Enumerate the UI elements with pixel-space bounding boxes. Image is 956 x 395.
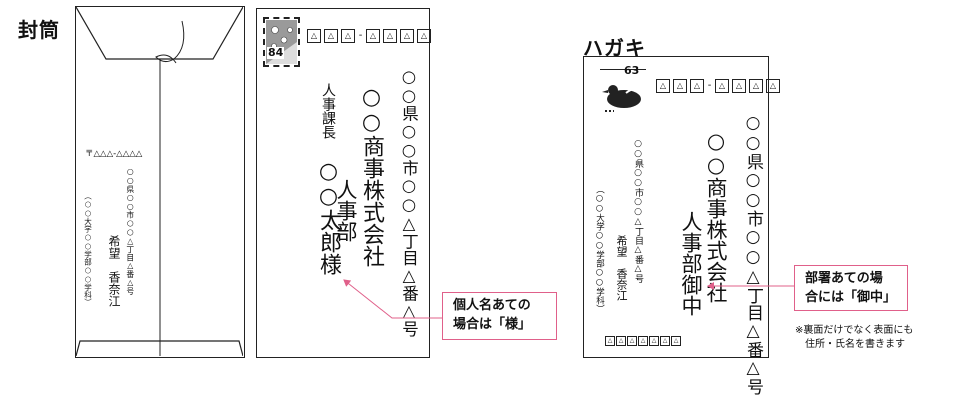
zip-cell: △ [732,79,746,93]
postcard-sender-name: 希望 香奈江 [615,235,628,301]
recipient-department: 人事部 [334,179,358,242]
footnote: ※裏面だけでなく表面にも 住所・氏名を書きます [795,324,913,352]
envelope-sender-zip: 〒△△△-△△△△ [85,149,143,159]
callout-department: 部署あての場 合には「御中」 [794,265,908,311]
zip-cell: △ [749,79,763,93]
envelope-heading: 封筒 [18,18,60,42]
callout-individual: 個人名あての 場合は「様」 [442,292,557,340]
envelope-sender-address: ○○県○○市○○△丁目△番△号 [125,167,135,295]
stamp: 84 [263,17,300,67]
zip-cell: △ [673,79,687,93]
zip-cell: △ [638,336,648,346]
zip-cell: △ [400,29,414,43]
zip-cell: △ [656,79,670,93]
zip-dash: - [358,30,363,41]
zip-cell: △ [307,29,321,43]
zip-cell: △ [616,336,626,346]
envelope-front: 84 △ △ △ - △ △ △ △ ○○県○○市○○△丁目△番△号 ○○商事株… [256,8,431,358]
zip-cell: △ [690,79,704,93]
postcard-recipient-department: 人事部御中 [679,211,703,316]
footnote-line2: 住所・氏名を書きます [805,339,905,350]
recipient-zip: △ △ △ - △ △ △ △ [307,29,431,43]
zip-cell: △ [649,336,659,346]
postcard-sender-address: ○○県○○市○○△丁目△番△号 [633,139,643,283]
postcard-sender-zip: △ △ △ △ △ △ △ [605,336,681,346]
stamp-value: 84 [267,46,285,59]
callout-individual-line1: 個人名あての [453,298,531,313]
zip-cell: △ [766,79,780,93]
zip-cell: △ [383,29,397,43]
callout-department-line1: 部署あての場 [805,271,883,286]
envelope-flap-lines [76,7,243,356]
stamp-line [600,69,646,70]
zip-cell: △ [715,79,729,93]
callout-department-line2: 合には「御中」 [805,290,897,305]
recipient-company: ○○商事株式会社 [359,85,384,267]
postcard-stamp-value: 63 [624,64,640,77]
postcard: 63 △ △ △ - △ △ △ △ ○○県○○市○○△丁目△番△号 ○○商事株… [583,56,780,395]
postcard-sender-affiliation: （○○大学○○学部○○学科） [594,185,605,313]
individual-arrow [343,279,442,319]
bird-stamp-icon [602,85,643,112]
recipient-title: 人事課長 [320,83,336,139]
postcard-recipient-address: ○○県○○市○○△丁目△番△号 [743,113,763,395]
envelope-sender-affiliation: （○○大学○○学部○○学科） [83,192,93,306]
zip-cell: △ [660,336,670,346]
recipient-address: ○○県○○市○○△丁目△番△号 [399,67,419,337]
zip-cell: △ [341,29,355,43]
postcard-zip: △ △ △ - △ △ △ △ [656,79,780,93]
callout-arrows [343,279,794,319]
envelope-back: 〒△△△-△△△△ ○○県○○市○○△丁目△番△号 希望 香奈江 （○○大学○○… [75,6,245,358]
zip-cell: △ [605,336,615,346]
zip-cell: △ [324,29,338,43]
zip-cell: △ [627,336,637,346]
envelope-sender-name: 希望 香奈江 [107,235,121,307]
callout-individual-line2: 場合は「様」 [453,317,532,332]
zip-dash: - [707,80,712,91]
zip-cell: △ [671,336,681,346]
postcard-stamp: 63 [600,64,650,115]
postcard-recipient-company: ○○商事株式会社 [704,129,728,303]
zip-cell: △ [417,29,431,43]
footnote-line1: ※裏面だけでなく表面にも [795,325,914,336]
zip-cell: △ [366,29,380,43]
recipient-name: ○○太郎様 [316,159,341,275]
